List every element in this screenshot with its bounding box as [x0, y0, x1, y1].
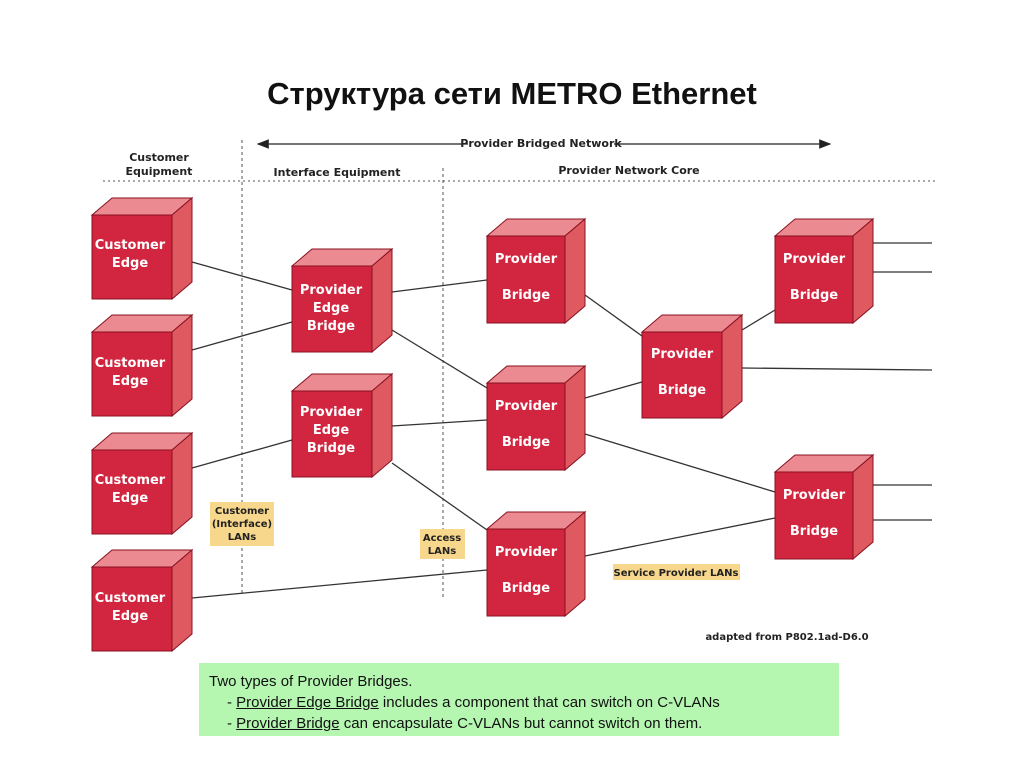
- provider-edge-bridge-box-2-line2: Edge: [313, 423, 349, 438]
- link-peb1-pb2: [391, 329, 488, 389]
- link-pb3-pbr2: [584, 517, 776, 557]
- link-pb2-pbc: [584, 381, 643, 399]
- provider-bridge-box-2-line1: Provider: [495, 399, 558, 414]
- provider-bridge-box-right-2-line2: Bridge: [790, 524, 838, 539]
- provider-bridge-box-right-1: Provider Bridge: [773, 217, 875, 325]
- provider-bridge-box-1: Provider Bridge: [485, 217, 587, 325]
- note-line-2-rest: includes a component that can switch on …: [378, 694, 720, 711]
- access-lans-tag-line2: LANs: [428, 546, 456, 557]
- provider-bridge-box-right-1-line2: Bridge: [790, 288, 838, 303]
- provider-edge-bridge-box-2-line1: Provider: [300, 405, 363, 420]
- provider-bridge-box-right-2: Provider Bridge: [773, 453, 875, 561]
- provider-bridge-box-1-line1: Provider: [495, 252, 558, 267]
- provider-bridge-box-2-line2: Bridge: [502, 435, 550, 450]
- customer-edge-box-3-line2: Edge: [112, 491, 148, 506]
- provider-bridge-box-3-line1: Provider: [495, 545, 558, 560]
- customer-lans-tag: Customer (Interface) LANs: [210, 502, 274, 546]
- link-pbc-out: [741, 367, 933, 371]
- provider-bridge-box-2: Provider Bridge: [485, 364, 587, 472]
- provider-bridge-box-center-line1: Provider: [651, 347, 714, 362]
- provider-edge-bridge-box-1: Provider Edge Bridge: [290, 247, 394, 354]
- link-peb2-pb2: [391, 419, 488, 427]
- link-pb2-pbr2: [584, 433, 776, 493]
- access-lans-tag: Access LANs: [420, 529, 465, 559]
- link-peb2-pb3: [391, 462, 488, 531]
- note-box: Two types of Provider Bridges. - Provide…: [199, 663, 839, 736]
- customer-edge-box-1-line1: Customer: [95, 238, 166, 253]
- link-pbc-pbr1: [741, 309, 776, 331]
- connection-lines: [191, 242, 933, 599]
- customer-edge-box-2-line2: Edge: [112, 374, 148, 389]
- link-pb1-pbc: [584, 294, 643, 337]
- link-ce1-peb1: [191, 261, 293, 291]
- provider-bridge-box-center: Provider Bridge: [640, 313, 744, 420]
- customer-equipment-label-2: Equipment: [126, 165, 193, 178]
- note-line-3: - Provider Bridge can encapsulate C-VLAN…: [209, 713, 829, 734]
- note-line-1: Two types of Provider Bridges.: [209, 673, 413, 690]
- provider-bridge-box-3-line2: Bridge: [502, 581, 550, 596]
- customer-lans-tag-line2: (Interface): [212, 519, 272, 530]
- note-line-2: - Provider Edge Bridge includes a compon…: [209, 692, 829, 713]
- customer-edge-box-4-line2: Edge: [112, 609, 148, 624]
- customer-edge-box-3-line1: Customer: [95, 473, 166, 488]
- link-ce4-pb3: [191, 569, 488, 599]
- customer-edge-box-2: Customer Edge: [90, 313, 194, 418]
- customer-lans-tag-line3: LANs: [228, 532, 256, 543]
- customer-edge-box-1: Customer Edge: [90, 196, 194, 301]
- link-ce3-peb2: [191, 439, 293, 469]
- provider-bridge-box-1-line2: Bridge: [502, 288, 550, 303]
- provider-bridge-box-right-2-line1: Provider: [783, 488, 846, 503]
- provider-bridged-network-label: Provider Bridged Network: [460, 137, 622, 150]
- customer-edge-box-2-line1: Customer: [95, 356, 166, 371]
- note-line-2-prefix: -: [227, 694, 237, 711]
- customer-edge-box-3: Customer Edge: [90, 431, 194, 536]
- customer-edge-box-4-line1: Customer: [95, 591, 166, 606]
- note-term-provider-bridge: Provider Bridge: [236, 715, 340, 732]
- provider-edge-bridge-box-1-line2: Edge: [313, 301, 349, 316]
- provider-network-core-label: Provider Network Core: [558, 164, 699, 177]
- customer-equipment-label-1: Customer: [129, 151, 189, 164]
- provider-bridge-box-right-1-line1: Provider: [783, 252, 846, 267]
- customer-lans-tag-line1: Customer: [215, 506, 269, 517]
- provider-edge-bridge-box-1-line1: Provider: [300, 283, 363, 298]
- note-term-provider-edge-bridge: Provider Edge Bridge: [236, 694, 379, 711]
- access-lans-tag-line1: Access: [423, 533, 461, 544]
- note-line-3-rest: can encapsulate C-VLANs but cannot switc…: [339, 715, 703, 732]
- service-provider-lans-tag-text: Service Provider LANs: [614, 568, 739, 579]
- customer-edge-box-4: Customer Edge: [90, 548, 194, 653]
- source-note: adapted from P802.1ad-D6.0: [705, 632, 868, 643]
- customer-edge-box-1-line2: Edge: [112, 256, 148, 271]
- provider-edge-bridge-box-2: Provider Edge Bridge: [290, 372, 394, 479]
- slide-title: Структура сети METRO Ethernet: [267, 76, 757, 111]
- provider-bridge-box-3: Provider Bridge: [485, 510, 587, 618]
- link-ce2-peb1: [191, 321, 293, 351]
- provider-edge-bridge-box-2-line3: Bridge: [307, 441, 355, 456]
- provider-bridge-box-center-line2: Bridge: [658, 383, 706, 398]
- service-provider-lans-tag: Service Provider LANs: [613, 564, 740, 580]
- interface-equipment-label: Interface Equipment: [274, 166, 401, 179]
- link-peb1-pb1: [391, 279, 488, 293]
- provider-edge-bridge-box-1-line3: Bridge: [307, 319, 355, 334]
- note-line-3-prefix: -: [227, 715, 237, 732]
